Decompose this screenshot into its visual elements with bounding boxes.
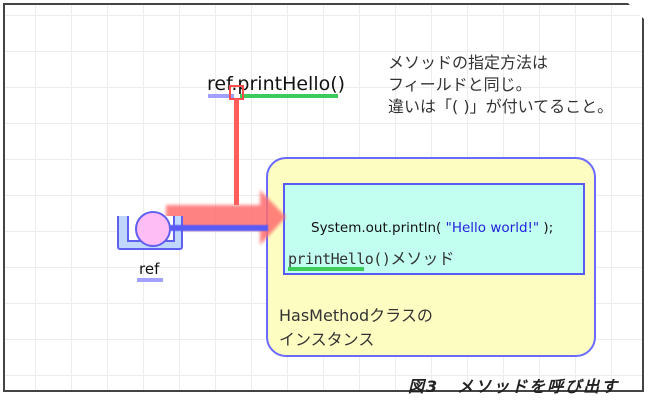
instance-label-line: インスタンス — [279, 330, 375, 349]
code-suffix: ); — [539, 220, 554, 236]
method-name: printHello() — [288, 250, 391, 268]
code-prefix: System.out.println( — [311, 220, 446, 236]
code-line: System.out.println( "Hello world!" ); — [311, 220, 553, 236]
method-label: printHello()メソッド — [288, 245, 454, 269]
figure-caption: 図3 メソッドを呼び出す — [408, 377, 620, 396]
ref-underline — [208, 94, 234, 98]
call-expression: ref.printHello() — [207, 73, 346, 95]
note-line: 違いは「( )」が付いてること。 — [388, 97, 614, 116]
reference-circle — [135, 211, 171, 247]
method-name-underline — [288, 267, 364, 271]
note-line: フィールドと同じ。 — [388, 75, 532, 94]
variable-label: ref — [139, 260, 160, 278]
dot-marker — [229, 85, 244, 100]
reference-line — [168, 225, 268, 231]
variable-underline — [137, 278, 163, 282]
instance-label-line: HasMethodクラスの — [279, 306, 433, 325]
connector-line — [234, 99, 239, 205]
note-line: メソッドの指定方法は — [388, 53, 549, 72]
method-box — [283, 183, 585, 275]
code-string: "Hello world!" — [445, 220, 540, 236]
method-suffix: メソッド — [390, 249, 455, 268]
explanation-note: メソッドの指定方法は フィールドと同じ。 違いは「( )」が付いてること。 — [388, 52, 613, 118]
method-underline — [240, 94, 338, 98]
instance-label: HasMethodクラスの インスタンス — [279, 304, 433, 352]
arrow-icon — [166, 190, 286, 245]
